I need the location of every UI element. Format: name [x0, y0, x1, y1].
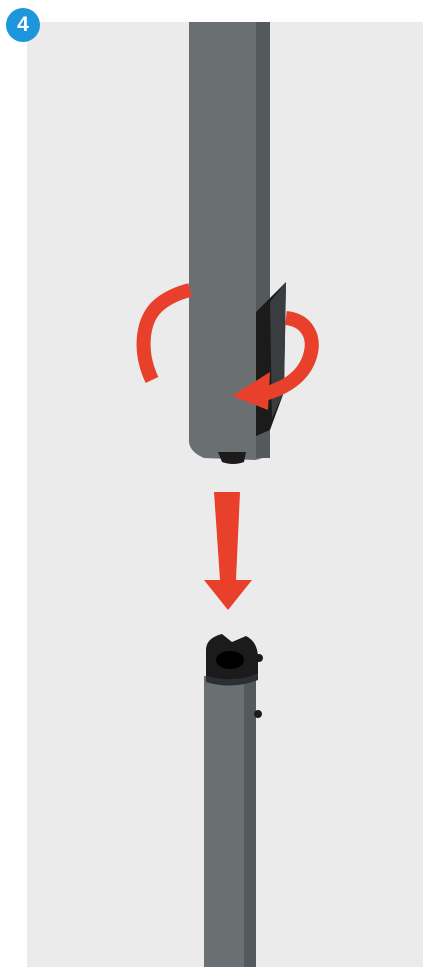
- lower-pole-side-knob-bottom: [254, 710, 262, 718]
- step-number-badge: 4: [6, 8, 40, 42]
- upper-pole-body: [189, 22, 270, 460]
- rotate-arrow-head: [232, 372, 270, 410]
- rotate-arrow-icon: [136, 283, 319, 410]
- lower-pole-shade: [244, 676, 256, 967]
- lower-pole: [204, 634, 263, 967]
- lower-pole-socket-hole: [216, 651, 244, 669]
- upper-pole-end-cap: [218, 452, 246, 464]
- rotate-arrow-back-arc: [136, 283, 192, 383]
- down-arrow-shape: [204, 492, 252, 610]
- lower-pole-side-knob-top: [255, 654, 263, 662]
- rotate-arrow-front-arc: [261, 311, 319, 401]
- down-arrow-icon: [204, 492, 252, 610]
- lower-pole-connector-highlight: [206, 674, 258, 686]
